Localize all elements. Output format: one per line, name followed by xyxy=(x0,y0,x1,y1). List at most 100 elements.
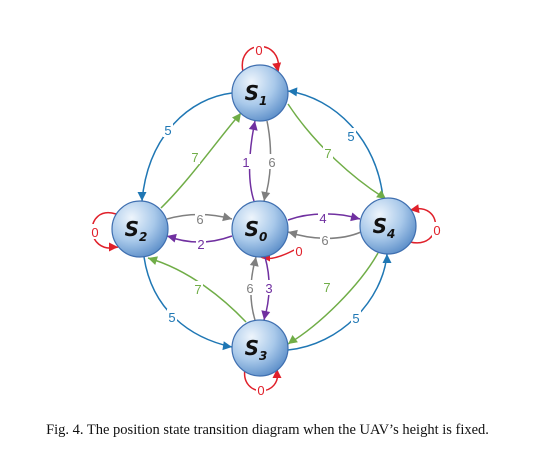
edge-label-s1-to-s1: 0 xyxy=(255,43,262,58)
arrowhead-s0-to-s1 xyxy=(248,121,258,131)
edge-label-s2-to-s2: 0 xyxy=(91,225,98,240)
edge-label-bg xyxy=(196,236,206,251)
edge-s3-to-s3: 0 xyxy=(244,368,282,398)
arrowhead-s3-to-s4 xyxy=(382,254,392,263)
edge-label-s4-to-s1: 5 xyxy=(347,129,354,144)
edge-s4-to-s1: 5 xyxy=(287,87,384,199)
arrowhead-s1-to-s2 xyxy=(137,192,147,201)
edge-label-s2-to-s1: 7 xyxy=(191,150,198,165)
edge-line-s4-to-s3 xyxy=(287,252,379,345)
edge-s1-to-s1: 0 xyxy=(241,42,282,73)
edge-s1-to-s2: 5 xyxy=(137,92,233,202)
edge-line-s1-to-s4 xyxy=(287,103,387,200)
edge-label-bg xyxy=(254,42,264,57)
edge-label-s1-to-s2: 5 xyxy=(164,123,171,138)
edge-s4-to-s3: 7 xyxy=(287,252,379,345)
edge-s0-to-s2: 2 xyxy=(166,233,233,252)
edge-label-s0-to-s0: 0 xyxy=(295,244,302,259)
state-node-s0: S0 xyxy=(231,200,289,258)
edge-s3-to-s4: 5 xyxy=(287,253,392,351)
edge-label-s0-to-s2: 2 xyxy=(197,237,204,252)
edge-label-s3-to-s2: 7 xyxy=(194,282,201,297)
edge-label-bg xyxy=(351,310,361,325)
edge-s4-to-s0: 6 xyxy=(287,229,362,248)
arrowhead-s4-to-s3 xyxy=(288,335,298,344)
edge-label-bg xyxy=(320,232,330,247)
arrowhead-s2-to-s1 xyxy=(232,113,241,123)
node-label: S3 xyxy=(245,336,268,363)
edge-line-s3-to-s2 xyxy=(147,257,247,323)
node-circle xyxy=(231,319,289,377)
state-node-s1: S1 xyxy=(231,64,289,122)
node-circle xyxy=(359,197,417,255)
edge-label-s0-to-s4: 4 xyxy=(319,211,326,226)
arrowhead-s4-to-s0 xyxy=(288,229,298,239)
node-label-subscript: 4 xyxy=(386,227,395,241)
edge-line-s2-to-s1 xyxy=(160,112,242,209)
arrowhead-s2-to-s0 xyxy=(222,212,232,222)
edge-s2-to-s1: 7 xyxy=(160,112,242,209)
node-label-subscript: 3 xyxy=(259,349,267,363)
node-label-main: S xyxy=(245,81,259,105)
edge-s3-to-s2: 7 xyxy=(147,256,247,323)
node-circle xyxy=(231,64,289,122)
edge-label-bg xyxy=(294,243,304,258)
edge-label-bg xyxy=(346,128,356,143)
edge-line-s3-to-s4 xyxy=(287,253,388,351)
arrowhead-s4-to-s4 xyxy=(410,204,420,214)
edge-s1-to-s4: 7 xyxy=(287,103,387,200)
edge-s0-to-s4: 4 xyxy=(287,210,361,226)
node-label-main: S xyxy=(373,214,387,238)
edge-label-bg xyxy=(193,281,203,296)
edge-label-bg xyxy=(432,222,442,237)
arrowhead-s1-to-s4 xyxy=(376,190,386,199)
edge-label-s0-to-s1: 1 xyxy=(242,155,249,170)
edge-label-bg xyxy=(318,210,328,225)
edge-s2-to-s3: 5 xyxy=(143,256,233,351)
edge-label-s4-to-s0: 6 xyxy=(321,233,328,248)
edge-line-s4-to-s1 xyxy=(287,90,384,199)
edge-label-s0-to-s3: 3 xyxy=(265,281,272,296)
edge-label-bg xyxy=(90,224,100,239)
node-label-subscript: 2 xyxy=(139,230,147,244)
edge-line-s2-to-s3 xyxy=(143,256,233,348)
edge-s2-to-s2: 0 xyxy=(90,211,119,252)
state-node-s4: S4 xyxy=(359,197,417,255)
node-circle xyxy=(231,200,289,258)
edge-label-s3-to-s4: 5 xyxy=(352,311,359,326)
edge-s0-to-s3: 3 xyxy=(261,256,274,321)
edge-label-s3-to-s0: 6 xyxy=(246,281,253,296)
edge-label-s1-to-s4: 7 xyxy=(324,146,331,161)
edge-label-bg xyxy=(167,309,177,324)
node-label-subscript: 1 xyxy=(259,94,267,108)
edge-label-bg xyxy=(195,211,205,226)
edge-s2-to-s0: 6 xyxy=(166,211,233,227)
node-label: S1 xyxy=(245,81,268,108)
arrowhead-s3-to-s3 xyxy=(272,369,282,378)
edge-label-s3-to-s3: 0 xyxy=(257,383,264,398)
edge-label-bg xyxy=(264,280,274,295)
edge-s0-to-s1: 1 xyxy=(241,120,258,202)
arrowhead-s2-to-s3 xyxy=(222,341,232,351)
arrowhead-s0-to-s4 xyxy=(350,212,360,222)
edge-line-s1-to-s2 xyxy=(141,92,233,202)
edge-label-s1-to-s0: 6 xyxy=(268,155,275,170)
edge-label-s2-to-s0: 6 xyxy=(196,212,203,227)
node-label: S0 xyxy=(245,217,268,244)
edge-label-bg xyxy=(267,154,277,169)
edge-label-bg xyxy=(256,382,266,397)
edge-s1-to-s0: 6 xyxy=(261,120,277,202)
state-node-s2: S2 xyxy=(111,200,169,258)
state-node-s3: S3 xyxy=(231,319,289,377)
arrowhead-s0-to-s2 xyxy=(167,233,177,243)
figure-caption: Fig. 4. The position state transition di… xyxy=(46,422,489,438)
node-label-main: S xyxy=(245,217,259,241)
edge-label-bg xyxy=(190,149,200,164)
arrowhead-s4-to-s1 xyxy=(288,87,298,97)
node-label: S2 xyxy=(125,217,148,244)
arrowhead-s2-to-s2 xyxy=(109,242,118,252)
edge-label-bg xyxy=(163,122,173,137)
edge-s3-to-s0: 6 xyxy=(245,256,259,321)
edge-label-bg xyxy=(322,279,332,294)
